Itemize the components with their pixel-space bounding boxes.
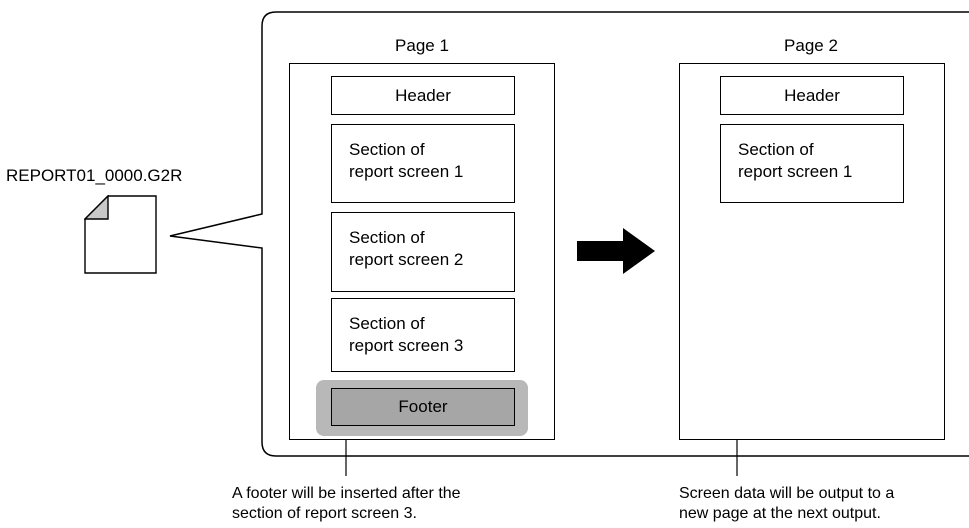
section-line-1: Section of xyxy=(349,314,425,333)
section-line-2: report screen 3 xyxy=(349,336,464,355)
page-1-section-2: Section of report screen 2 xyxy=(331,212,515,292)
section-line-1: Section of xyxy=(738,140,814,159)
page-1-footer-box: Footer xyxy=(331,388,515,426)
file-name-label: REPORT01_0000.G2R xyxy=(6,166,183,185)
note-line-2: new page at the next output. xyxy=(679,505,881,522)
document-icon xyxy=(84,195,157,274)
page-1-section-1: Section of report screen 1 xyxy=(331,124,515,203)
page-1-header-box: Header xyxy=(331,76,515,115)
right-arrow-icon xyxy=(577,228,655,274)
section-line-2: report screen 1 xyxy=(349,162,464,181)
section-line-1: Section of xyxy=(349,140,425,159)
page-2-section-1: Section of report screen 1 xyxy=(720,124,904,203)
note-line-1: Screen data will be output to a xyxy=(679,485,895,502)
page-1-header-label: Header xyxy=(395,85,451,105)
page-2-frame xyxy=(679,63,945,440)
page-1-frame xyxy=(289,63,555,440)
page-2-header-box: Header xyxy=(720,76,904,115)
section-line-1: Section of xyxy=(349,228,425,247)
page-1-note: A footer will be inserted after the sect… xyxy=(232,484,562,524)
page-2-header-label: Header xyxy=(784,85,840,105)
page-1-section-3: Section of report screen 3 xyxy=(331,298,515,372)
note-line-2: section of report screen 3. xyxy=(232,505,417,522)
section-line-2: report screen 1 xyxy=(738,162,853,181)
page-1-footer-label: Footer xyxy=(398,397,448,416)
section-line-2: report screen 2 xyxy=(349,250,464,269)
note-line-1: A footer will be inserted after the xyxy=(232,485,461,502)
page-2-note: Screen data will be output to a new page… xyxy=(679,484,967,524)
page-1-title: Page 1 xyxy=(395,36,449,55)
page-2-title: Page 2 xyxy=(784,36,838,55)
